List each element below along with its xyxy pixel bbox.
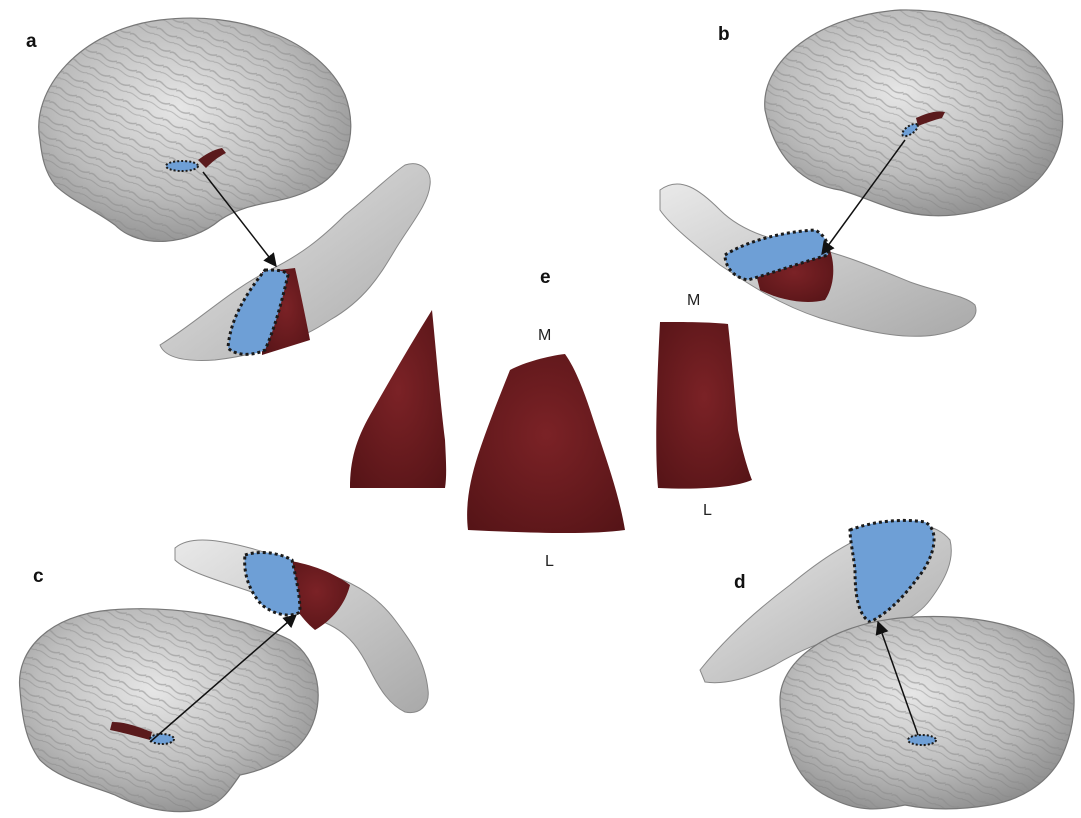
brain-b [765, 10, 1063, 216]
panel-c: c [20, 540, 429, 812]
panel-letter-c: c [33, 566, 44, 587]
panel-e: e M L M L [350, 267, 752, 570]
panel-letter-e: e [540, 267, 551, 288]
orientation-label-center-top: M [538, 327, 551, 344]
panel-letter-d: d [734, 572, 746, 593]
panel-letter-a: a [26, 31, 37, 52]
region-piece-center: M L [467, 327, 625, 570]
panel-b: b [660, 10, 1063, 336]
brain-d [780, 617, 1074, 809]
region-piece-left [350, 310, 446, 488]
panel-d: d [700, 520, 1074, 808]
panel-letter-b: b [718, 24, 730, 45]
orientation-label-right-bottom: L [703, 502, 712, 519]
brain-a [39, 18, 351, 241]
orientation-label-center-bottom: L [545, 553, 554, 570]
region-blue-a [166, 161, 198, 171]
region-piece-right: M L [656, 292, 752, 519]
brain-c [20, 609, 319, 812]
region-blue-d [908, 735, 936, 745]
orientation-label-right-top: M [687, 292, 700, 309]
region-blue-strip-c [245, 553, 300, 616]
panel-a: a [26, 18, 430, 360]
